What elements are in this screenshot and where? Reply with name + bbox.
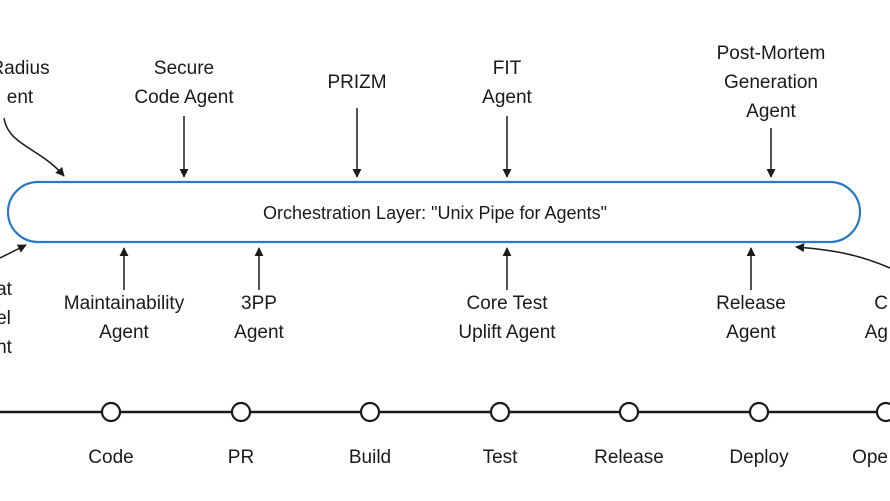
agent-label-line: nt: [0, 337, 12, 358]
agent-label-radius: Radius ent: [0, 54, 50, 112]
agent-label-line: Radius: [0, 58, 50, 79]
agent-label-line: Ag: [864, 322, 888, 343]
stage-node-test: [489, 401, 511, 423]
stage-node-pr: [230, 401, 252, 423]
agent-label-post-mortem: Post-Mortem Generation Agent: [717, 39, 826, 126]
agent-label-line: Maintainability: [63, 293, 185, 314]
agent-label-line: Generation: [723, 72, 818, 93]
stage-node-build: [359, 401, 381, 423]
stage-node-operate: [875, 401, 890, 423]
agent-label-line: FIT: [492, 58, 522, 79]
agent-label-line: Agent: [746, 101, 796, 122]
agent-label-line: Agent: [234, 322, 284, 343]
agent-label-line: Post-Mortem: [716, 43, 826, 64]
agent-label-line: Code Agent: [134, 87, 234, 108]
orchestration-layer-pill: [6, 180, 862, 244]
stage-node-code: [100, 401, 122, 423]
agent-label-line: Agent: [726, 322, 776, 343]
stage-label-build: Build: [348, 447, 392, 468]
agent-label-maintainability: Maintainability Agent: [64, 289, 184, 347]
agent-label-left-bottom: at el nt: [0, 275, 12, 362]
agent-label-line: 3PP: [241, 293, 277, 314]
agent-label-right-bottom: C Ag: [865, 289, 888, 347]
stage-label-code: Code: [88, 447, 134, 468]
arrow-left-bottom-agent: [0, 244, 27, 259]
agent-label-release: Release Agent: [716, 289, 786, 347]
arrow-radius-agent: [3, 117, 65, 177]
agent-label-line: ent: [6, 87, 34, 108]
stage-label-pr: PR: [227, 447, 255, 468]
agent-label-core-test-uplift: Core Test Uplift Agent: [458, 289, 555, 347]
agent-label-line: C: [874, 293, 888, 314]
agent-label-line: Release: [716, 293, 786, 314]
agent-label-line: at: [0, 279, 12, 300]
agent-label-line: el: [0, 308, 11, 329]
agent-label-3pp: 3PP Agent: [234, 289, 284, 347]
agent-label-line: Agent: [482, 87, 532, 108]
agent-label-line: Agent: [99, 322, 149, 343]
orchestration-layer-label: Orchestration Layer: "Unix Pipe for Agen…: [263, 203, 607, 223]
stage-node-deploy: [748, 401, 770, 423]
agent-label-fit: FIT Agent: [482, 54, 532, 112]
stage-label-release: Release: [594, 447, 664, 468]
stage-node-release: [618, 401, 640, 423]
agent-label-line: Core Test: [466, 293, 548, 314]
agent-label-prizm: PRIZM: [327, 68, 386, 97]
stage-label-deploy: Deploy: [729, 447, 789, 468]
stage-label-test: Test: [482, 447, 518, 468]
agent-label-line: Secure: [153, 58, 215, 79]
agent-label-line: Uplift Agent: [458, 322, 556, 343]
agent-label-line: PRIZM: [327, 72, 387, 93]
arrow-right-bottom-agent: [795, 243, 890, 269]
agent-label-secure-code: Secure Code Agent: [134, 54, 233, 112]
stage-label-operate: Ope: [852, 447, 888, 468]
